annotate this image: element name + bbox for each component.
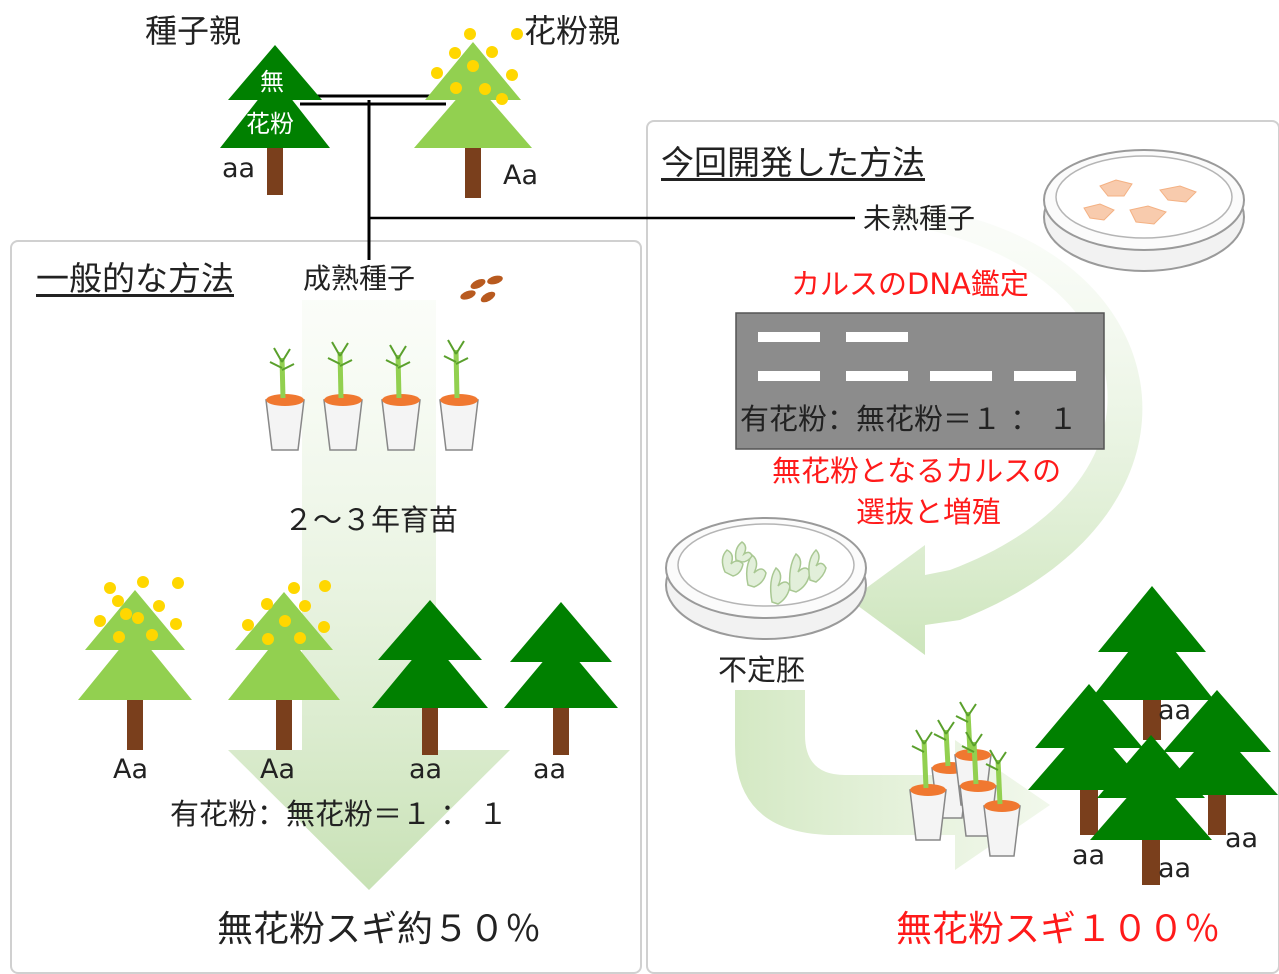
seedling-pots — [265, 339, 479, 451]
seed-parent-label: 種子親 — [145, 12, 242, 50]
new-genotype-4: aa — [1158, 853, 1192, 884]
dna-test-title: カルスのDNA鑑定 — [791, 267, 1029, 301]
cross-lines — [300, 94, 855, 260]
embryo-petri-dish — [665, 517, 867, 640]
embryo-label: 不定胚 — [718, 653, 806, 687]
conventional-method-title: 一般的な方法 — [36, 259, 234, 298]
mature-seed-label: 成熟種子 — [303, 262, 416, 295]
new-genotype-3: aa — [1072, 840, 1106, 871]
callus-petri-dish — [1043, 149, 1245, 272]
dna-gel — [735, 312, 1105, 450]
selection-line-2: 選抜と増殖 — [856, 495, 1002, 529]
pollen-dots-parent — [431, 28, 523, 105]
conventional-result: 無花粉スギ約５０％ — [217, 909, 542, 950]
seed-parent-tree — [220, 45, 330, 195]
offspring-tree-3 — [372, 600, 488, 755]
curved-arrow — [850, 205, 1143, 655]
offspring-genotype-3: aa — [409, 754, 443, 785]
immature-seed-label: 未熟種子 — [863, 202, 976, 235]
offspring-genotype-1: Aa — [113, 754, 149, 785]
new-genotype-2: aa — [1225, 823, 1259, 854]
offspring-genotype-4: aa — [533, 754, 567, 785]
offspring-tree-4 — [504, 602, 618, 755]
pollen-dots-offspring — [94, 576, 331, 645]
offspring-genotype-2: Aa — [260, 754, 296, 785]
new-method-title: 今回開発した方法 — [661, 143, 925, 182]
pollenless-mark-line2: 花粉 — [246, 110, 294, 138]
growing-period-label: ２～３年育苗 — [284, 503, 459, 537]
pollen-parent-genotype: Aa — [503, 160, 539, 191]
pollenless-tree-front — [1090, 735, 1212, 885]
pollen-parent-label: 花粉親 — [524, 12, 621, 50]
selection-line-1: 無花粉となるカルスの — [772, 454, 1062, 488]
mature-seeds-icon — [460, 275, 503, 303]
conventional-ratio: 有花粉：無花粉＝１ ： １ — [170, 797, 508, 831]
pollenless-tree-back — [1090, 586, 1214, 740]
pollenless-mark-line1: 無 — [260, 68, 284, 96]
seed-parent-genotype: aa — [222, 153, 256, 184]
new-genotype-1: aa — [1158, 695, 1192, 726]
new-method-result: 無花粉スギ１００％ — [896, 909, 1221, 950]
plantlet-pots — [909, 701, 1021, 857]
gel-ratio: 有花粉：無花粉＝１ ： １ — [740, 402, 1078, 436]
progress-arrow — [228, 300, 510, 890]
